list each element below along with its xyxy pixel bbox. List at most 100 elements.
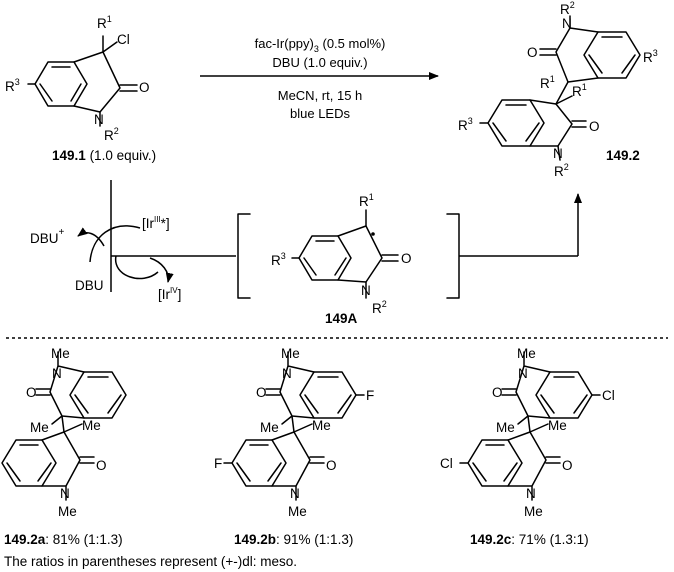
example-lower-n: N — [290, 486, 300, 501]
product-lower-sub-bonds — [479, 95, 573, 161]
reactant-carbonyl — [119, 84, 138, 92]
condition-base: DBU (1.0 equiv.) — [272, 55, 367, 70]
example-upper-n: N — [282, 366, 292, 381]
product-upper-r3: R3 — [643, 48, 658, 65]
product-lower-r3: R3 — [458, 116, 473, 133]
product-upper-r2: R2 — [560, 0, 575, 17]
example-lower-lactam — [41, 431, 95, 501]
product-lower-n: N — [553, 146, 563, 161]
product-lower-carbonyl — [571, 120, 587, 128]
product-lower-benzene-inner — [492, 104, 540, 142]
reactant-label: 149.1 (1.0 equiv.) — [52, 148, 156, 163]
example-left-me: Me — [496, 420, 515, 435]
reactant-five-ring — [73, 51, 121, 113]
example-149-2b: Me N O Me Me O N Me F F 149.2b: 91% (1:1… — [214, 346, 374, 547]
example-lower-me: Me — [524, 504, 543, 519]
reactant-n: N — [94, 112, 104, 127]
condition-catalyst: fac-Ir(ppy)3 (0.5 mol%) — [255, 36, 386, 54]
intermediate-r3: R3 — [271, 251, 286, 268]
example-lower-halogen: F — [214, 456, 222, 471]
reactant-o: O — [139, 80, 150, 95]
example-upper-ring — [299, 371, 357, 419]
example-left-me: Me — [30, 420, 49, 435]
example-label: 149.2b: 91% (1:1.3) — [234, 532, 353, 547]
ir4-label: [IrIV] — [158, 286, 181, 302]
example-149-2c: Me N O Me Me O N Me Cl Cl 149.2c: 71% (1… — [440, 346, 615, 547]
mechanism: DBU+ DBU [IrIII*] [IrIV] R1 O N R2 R3 14… — [30, 180, 582, 326]
product-lower-five-ring — [529, 99, 573, 147]
example-left-me: Me — [260, 420, 279, 435]
ir-reduction-arrow — [149, 257, 174, 283]
example-upper-o: O — [26, 385, 37, 400]
example-lower-ring — [467, 439, 523, 487]
ir3-label: [IrIII*] — [142, 215, 170, 231]
example-upper-n: N — [518, 366, 528, 381]
product-upper-five-ring — [555, 27, 599, 83]
intermediate-benzene-inner — [303, 240, 347, 276]
example-halogen-bonds — [459, 394, 601, 464]
example-halogen-bonds — [223, 394, 365, 464]
example-right-me: Me — [82, 418, 101, 433]
dbu-curved-arrow — [115, 255, 159, 280]
intermediate-n: N — [361, 283, 371, 298]
example-core-bonds — [281, 415, 313, 433]
product-lower-r2: R2 — [554, 162, 569, 179]
radical-dot — [371, 232, 375, 236]
example-upper-o: O — [492, 385, 503, 400]
example-upper-halogen: F — [366, 388, 374, 403]
example-upper-me: Me — [517, 346, 536, 361]
example-lower-me: Me — [58, 504, 77, 519]
reactant-benzene-ring — [34, 61, 88, 107]
example-lower-n: N — [60, 486, 70, 501]
reactant-structure: R1 Cl O N R2 R3 — [5, 14, 150, 143]
product-central-bond — [555, 81, 569, 105]
dbu-oxidation-arrow — [77, 227, 105, 247]
example-lower-o: O — [96, 458, 107, 473]
reactant-substituent-bonds — [27, 35, 118, 127]
ir-curved-arrow — [89, 225, 141, 263]
condition-light: blue LEDs — [290, 106, 350, 121]
product-label: 149.2 — [606, 148, 640, 163]
example-lower-ring — [231, 439, 287, 487]
intermediate-benzene-ring — [298, 235, 352, 281]
intermediate-o: O — [401, 251, 412, 266]
example-lower-n: N — [526, 486, 536, 501]
left-bracket — [237, 213, 251, 299]
example-lower-lactam — [271, 431, 325, 501]
examples-row: Me N O Me Me O N Me 149.2a: 81% (1:1.3) … — [1, 346, 615, 547]
example-upper-n: N — [52, 366, 62, 381]
example-upper-ring — [69, 371, 127, 419]
example-lower-me: Me — [288, 504, 307, 519]
example-lower-o: O — [326, 458, 337, 473]
reactant-r2: R2 — [104, 126, 119, 143]
intermediate-carbonyl — [381, 254, 399, 262]
example-upper-ring — [535, 371, 593, 419]
right-bracket — [446, 213, 460, 299]
example-upper-me: Me — [51, 346, 70, 361]
product-lower-benzene-ring — [487, 99, 545, 147]
condition-solvent: MeCN, rt, 15 h — [278, 88, 363, 103]
example-right-me: Me — [312, 418, 331, 433]
reactant-r1: R1 — [97, 14, 112, 31]
intermediate-structure: R1 O N R2 R3 — [271, 192, 412, 316]
intermediate-r1: R1 — [359, 192, 374, 209]
product-lower-o: O — [589, 119, 600, 134]
product-lower-r1: R1 — [572, 82, 587, 99]
example-label: 149.2c: 71% (1.3:1) — [470, 532, 589, 547]
intermediate-label: 149A — [325, 311, 358, 326]
product-upper-r1: R1 — [540, 74, 555, 91]
example-upper-lactam — [35, 351, 85, 419]
product-upper-benzene-ring — [583, 31, 641, 79]
example-right-me: Me — [548, 418, 567, 433]
product-upper-o: O — [527, 45, 538, 60]
example-upper-me: Me — [281, 346, 300, 361]
intermediate-sub-bonds — [291, 209, 367, 299]
reactant-r3: R3 — [5, 77, 20, 94]
intermediate-r2: R2 — [372, 299, 387, 316]
product-upper-n: N — [562, 16, 572, 31]
example-upper-lactam — [501, 351, 551, 419]
example-lower-lactam — [507, 431, 561, 501]
dbu-cation-label: DBU+ — [30, 227, 65, 246]
dbu-label: DBU — [75, 278, 104, 293]
